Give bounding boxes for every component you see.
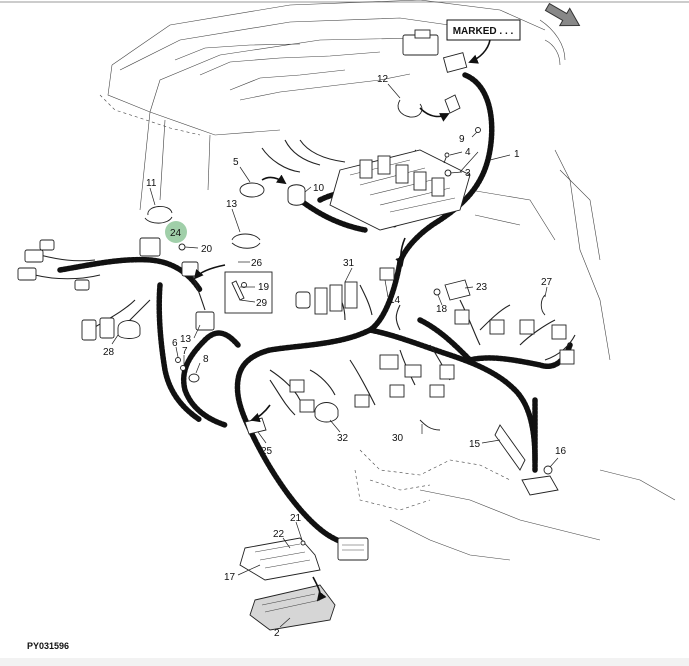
callout-1: 1 (514, 149, 520, 160)
leader-lines (111, 39, 559, 628)
thick-arrow-icon (544, 2, 581, 27)
callout-24: 24 (170, 228, 182, 239)
callout-25: 25 (261, 446, 273, 457)
callout-21: 21 (290, 513, 302, 524)
callout-27: 27 (541, 277, 553, 288)
callout-13-upper: 13 (226, 199, 238, 210)
callout-14: 14 (389, 295, 401, 306)
callout-10: 10 (313, 183, 325, 194)
image-code: PY031596 (27, 641, 70, 651)
callout-5: 5 (233, 157, 239, 168)
callout-8: 8 (203, 354, 209, 365)
main-harness (57, 72, 573, 548)
callout-20: 20 (201, 244, 213, 255)
callout-18: 18 (436, 304, 448, 315)
callout-22: 22 (273, 529, 285, 540)
callout-11: 11 (146, 178, 157, 189)
callout-17: 17 (224, 572, 236, 583)
callout-31: 31 (343, 258, 355, 269)
callout-23: 23 (476, 282, 488, 293)
callout-29: 29 (256, 298, 268, 309)
callout-26: 26 (251, 258, 263, 269)
callout-12: 12 (377, 74, 389, 85)
bottom-bar (0, 658, 689, 666)
callout-28: 28 (103, 347, 115, 358)
callout-19: 19 (258, 282, 270, 293)
callout-16: 16 (555, 446, 567, 457)
callout-9: 9 (459, 134, 465, 145)
marked-label: MARKED . . . (453, 26, 514, 37)
callout-7: 7 (182, 346, 188, 357)
callout-15: 15 (469, 439, 481, 450)
highlight-marker (165, 221, 187, 243)
callout-labels: 1 2 3 4 5 6 7 8 9 10 11 12 13 13 14 15 1… (103, 74, 567, 639)
wire-branches (34, 139, 576, 416)
callout-32: 32 (337, 433, 349, 444)
callout-6: 6 (172, 338, 178, 349)
callout-30: 30 (392, 433, 404, 444)
machine-outline (99, 0, 676, 561)
callout-4: 4 (465, 147, 471, 158)
callout-2: 2 (274, 628, 280, 639)
callout-3: 3 (465, 168, 471, 179)
callout-13-lower: 13 (180, 334, 192, 345)
marked-label-box: MARKED . . . (446, 19, 521, 41)
